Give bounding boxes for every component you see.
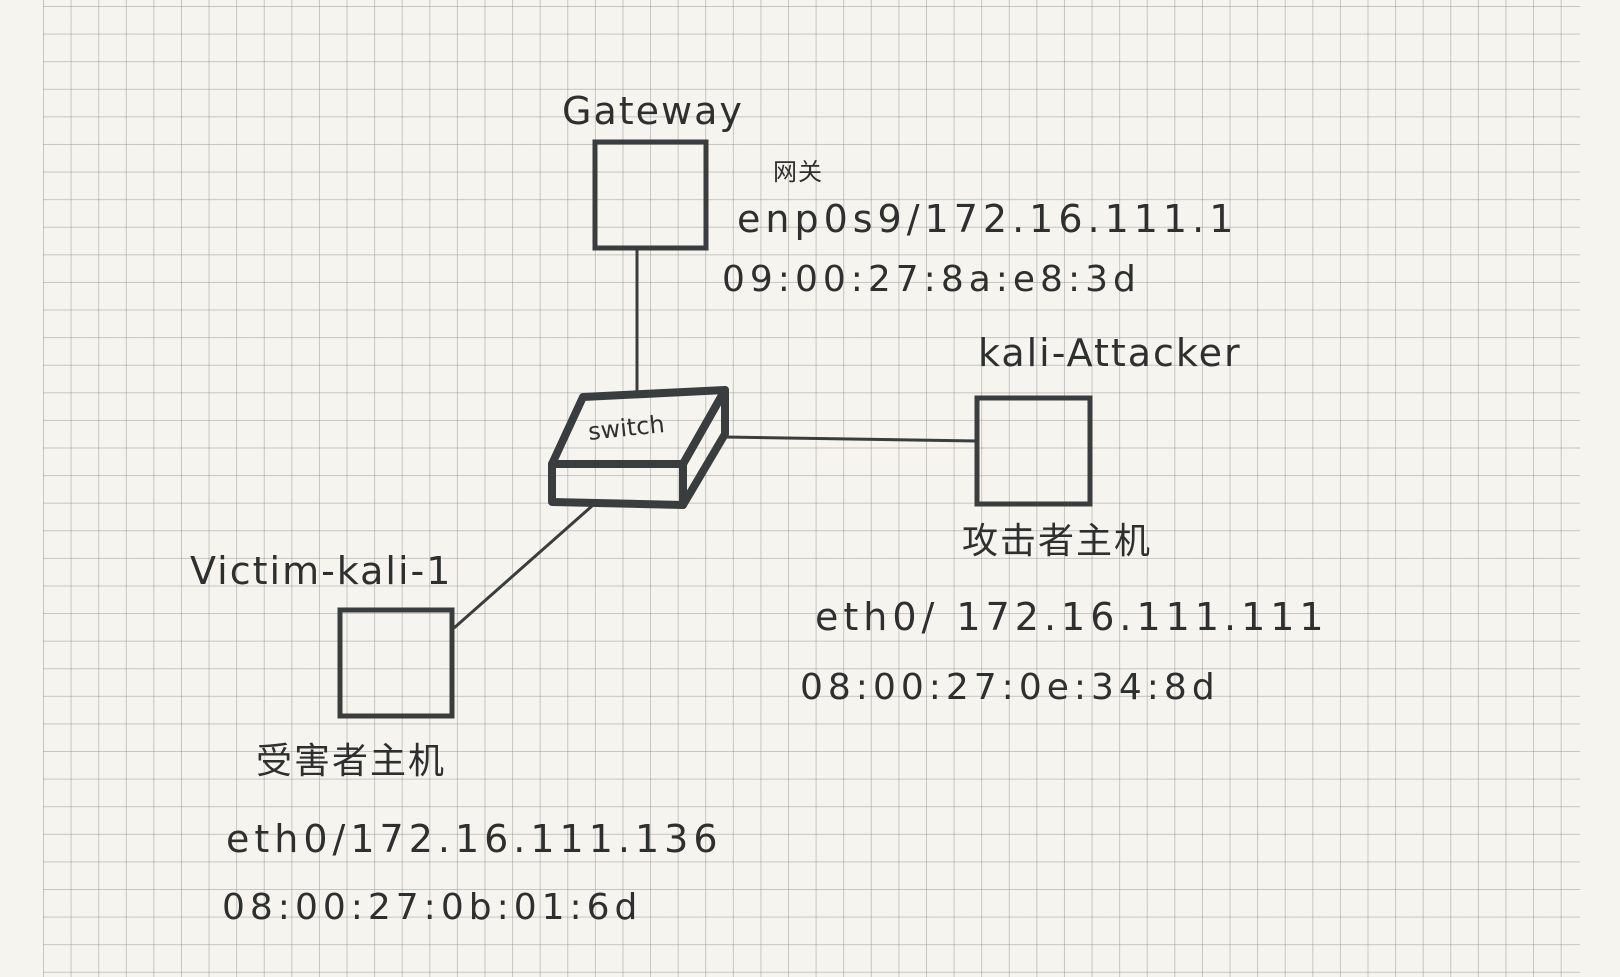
gateway-host-box — [592, 139, 709, 251]
attacker-title: kali-Attacker — [978, 331, 1242, 375]
victim-mac-address: 08:00:27:0b:01:6d — [222, 887, 643, 928]
attacker-mac-address: 08:00:27:0e:34:8d — [800, 667, 1220, 708]
attacker-cn-label: 攻击者主机 — [962, 521, 1153, 562]
victim-cn-label: 受害者主机 — [256, 741, 447, 782]
gateway-title: Gateway — [562, 89, 744, 133]
victim-host-box — [337, 607, 455, 719]
attacker-interface-ip: eth0/ 172.16.111.111 — [815, 595, 1329, 639]
attacker-host-box — [974, 395, 1093, 507]
link-switch-victim — [453, 504, 593, 630]
switch-icon — [548, 386, 729, 509]
link-switch-attacker — [724, 435, 978, 443]
victim-interface-ip: eth0/172.16.111.136 — [226, 817, 723, 861]
gateway-mac-address: 09:00:27:8a:e8:3d — [722, 259, 1141, 300]
gateway-interface-ip: enp0s9/172.16.111.1 — [737, 197, 1239, 241]
victim-title: Victim-kali-1 — [190, 549, 453, 593]
gateway-cn-label: 网关 — [773, 158, 823, 186]
